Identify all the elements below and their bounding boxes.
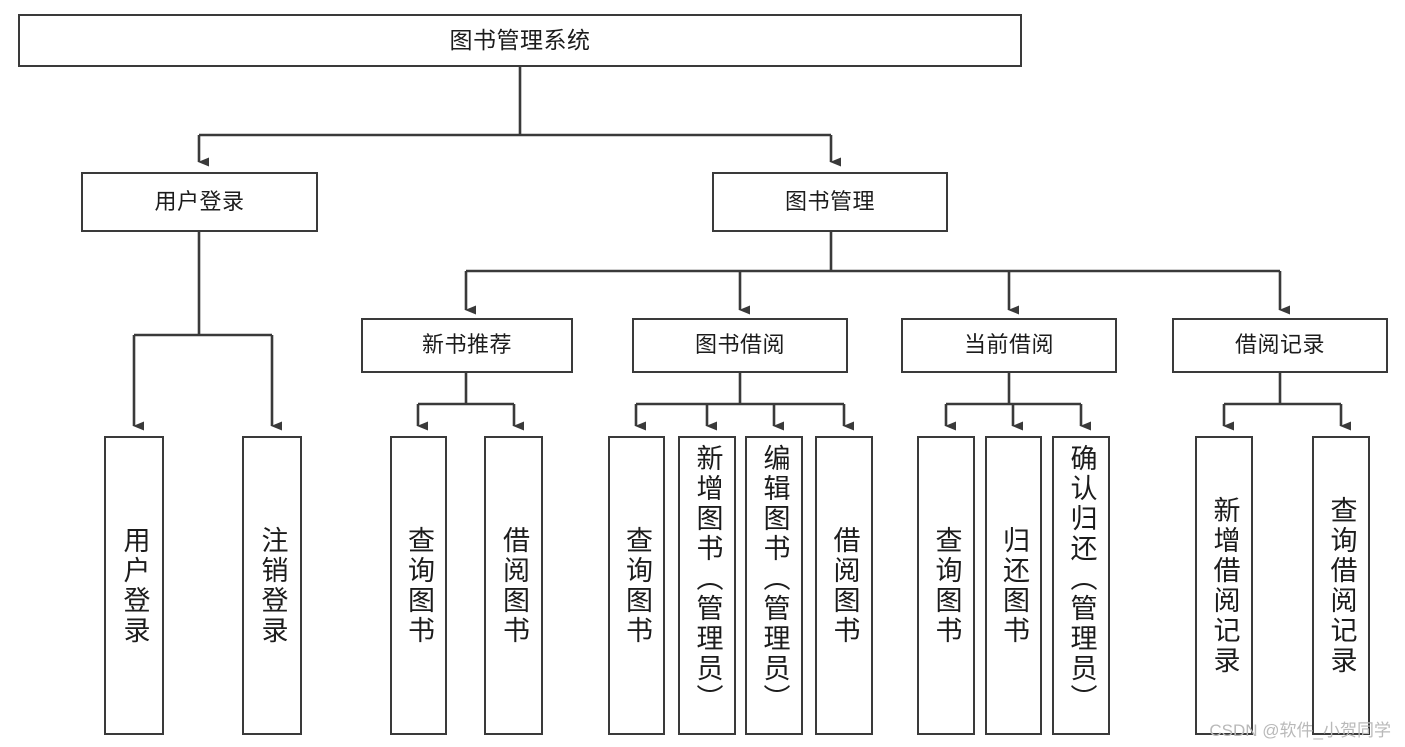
node-leaf-user-logout-label: 注销登录 bbox=[257, 525, 288, 646]
node-leaf-add-record-label: 新增借阅记录 bbox=[1209, 495, 1240, 676]
node-root[interactable]: 图书管理系统 bbox=[18, 14, 1022, 67]
node-leaf-user-login[interactable]: 用户登录 bbox=[104, 436, 164, 735]
node-leaf-return-book[interactable]: 归还图书 bbox=[985, 436, 1042, 735]
node-leaf-add-book-label: 新增图书（管理员） bbox=[692, 444, 723, 714]
node-root-label: 图书管理系统 bbox=[449, 26, 591, 53]
watermark-text: CSDN @软件_小贺同学 bbox=[1209, 721, 1391, 740]
node-leaf-borrow-book-2-label: 借阅图书 bbox=[829, 525, 860, 646]
node-leaf-query-book-1-label: 查询图书 bbox=[404, 525, 434, 646]
node-leaf-query-book-3-label: 查询图书 bbox=[931, 525, 962, 646]
node-book-manage[interactable]: 图书管理 bbox=[712, 172, 948, 232]
node-leaf-confirm-return-label: 确认归还（管理员） bbox=[1066, 444, 1097, 714]
node-leaf-user-login-label: 用户登录 bbox=[119, 525, 150, 646]
node-leaf-query-record-label: 查询借阅记录 bbox=[1326, 495, 1357, 676]
node-book-manage-label: 图书管理 bbox=[784, 188, 875, 214]
node-leaf-query-book-2[interactable]: 查询图书 bbox=[608, 436, 665, 735]
node-borrow-record[interactable]: 借阅记录 bbox=[1172, 318, 1388, 373]
node-user-login-label: 用户登录 bbox=[154, 188, 245, 214]
node-new-book-recommend-label: 新书推荐 bbox=[421, 332, 512, 358]
node-current-borrow[interactable]: 当前借阅 bbox=[901, 318, 1117, 373]
node-current-borrow-label: 当前借阅 bbox=[963, 332, 1054, 358]
node-leaf-query-record[interactable]: 查询借阅记录 bbox=[1312, 436, 1370, 735]
node-leaf-return-book-label: 归还图书 bbox=[999, 525, 1029, 646]
node-book-borrow-label: 图书借阅 bbox=[694, 332, 785, 358]
node-book-borrow[interactable]: 图书借阅 bbox=[632, 318, 848, 373]
node-leaf-edit-book[interactable]: 编辑图书（管理员） bbox=[745, 436, 803, 735]
node-leaf-confirm-return[interactable]: 确认归还（管理员） bbox=[1052, 436, 1110, 735]
node-leaf-add-book[interactable]: 新增图书（管理员） bbox=[678, 436, 736, 735]
node-leaf-user-logout[interactable]: 注销登录 bbox=[242, 436, 302, 735]
node-new-book-recommend[interactable]: 新书推荐 bbox=[361, 318, 573, 373]
node-leaf-query-book-1[interactable]: 查询图书 bbox=[390, 436, 447, 735]
node-leaf-borrow-book-1[interactable]: 借阅图书 bbox=[484, 436, 543, 735]
node-leaf-borrow-book-2[interactable]: 借阅图书 bbox=[815, 436, 873, 735]
node-leaf-edit-book-label: 编辑图书（管理员） bbox=[759, 444, 790, 714]
node-leaf-query-book-3[interactable]: 查询图书 bbox=[917, 436, 975, 735]
node-leaf-add-record[interactable]: 新增借阅记录 bbox=[1195, 436, 1253, 735]
node-borrow-record-label: 借阅记录 bbox=[1234, 332, 1325, 358]
node-leaf-query-book-2-label: 查询图书 bbox=[622, 525, 652, 646]
node-user-login[interactable]: 用户登录 bbox=[81, 172, 318, 232]
node-leaf-borrow-book-1-label: 借阅图书 bbox=[499, 525, 529, 646]
